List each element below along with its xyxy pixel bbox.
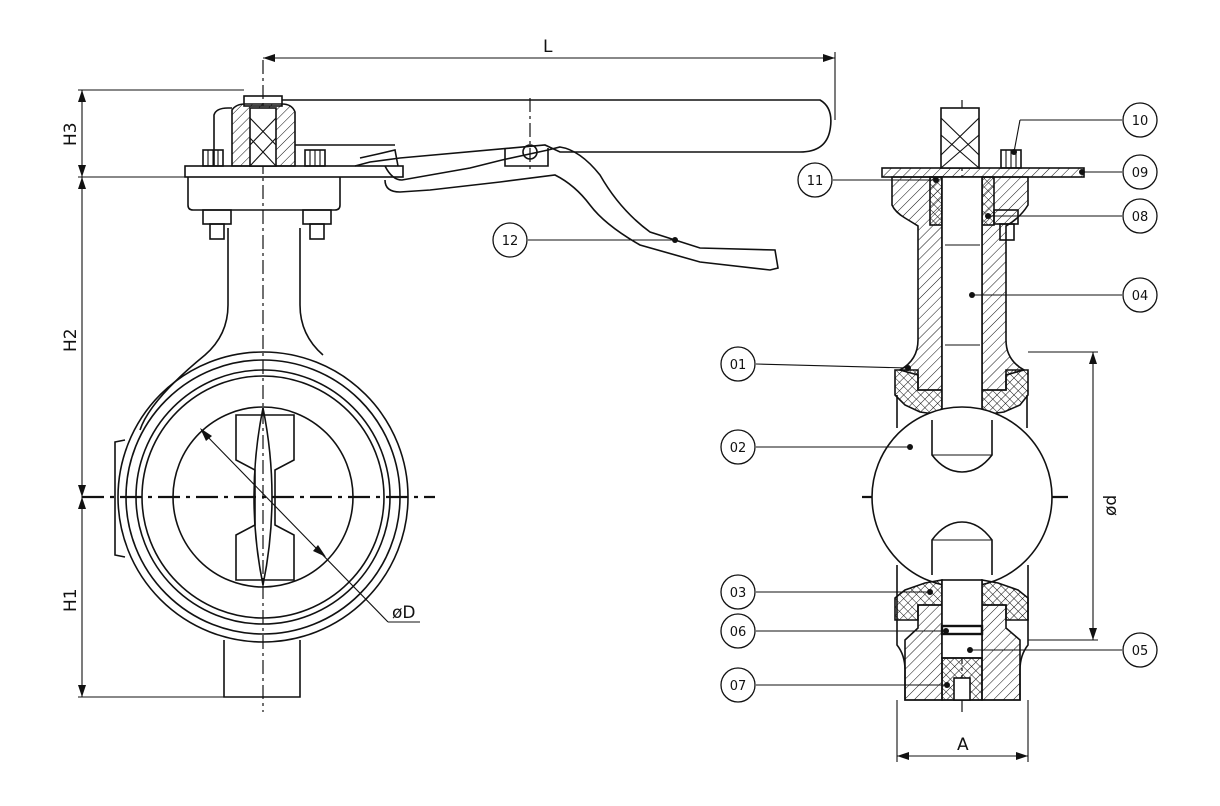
part-label-12: 12 <box>502 234 519 249</box>
front-view <box>78 52 836 712</box>
part-label-10: 10 <box>1132 114 1149 129</box>
part-callouts <box>492 102 1158 703</box>
dim-phiD: øD <box>392 603 416 623</box>
part-label-01: 01 <box>730 358 747 373</box>
dim-phid: ød <box>1101 495 1121 516</box>
part-label-05: 05 <box>1132 644 1149 659</box>
dim-H3: H3 <box>61 122 81 146</box>
dim-H2: H2 <box>61 328 81 352</box>
part-label-06: 06 <box>730 625 747 640</box>
part-label-07: 07 <box>730 679 747 694</box>
part-label-09: 09 <box>1132 166 1149 181</box>
dim-A: A <box>957 735 969 755</box>
part-label-11: 11 <box>807 174 824 189</box>
section-view <box>862 100 1098 762</box>
part-label-04: 04 <box>1132 289 1149 304</box>
dim-H1: H1 <box>61 588 81 612</box>
part-label-03: 03 <box>730 586 747 601</box>
part-label-08: 08 <box>1132 210 1149 225</box>
part-label-02: 02 <box>730 441 747 456</box>
dim-L: L <box>543 37 553 57</box>
